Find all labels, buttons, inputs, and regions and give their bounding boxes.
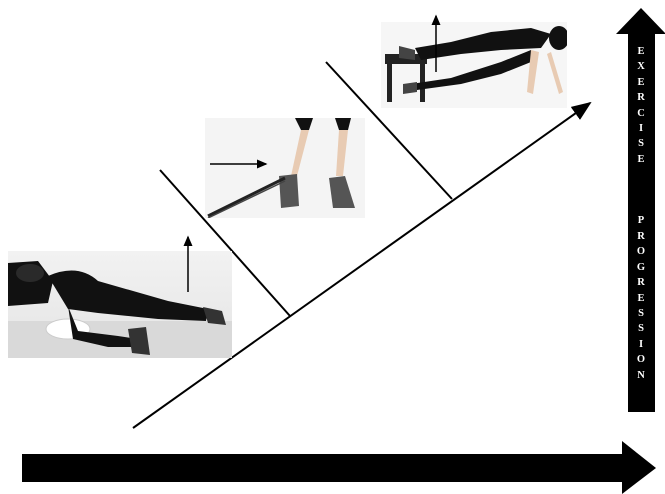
exercise-progression-label: E X E R C I S E P R O G R E S S I O N — [630, 44, 652, 383]
